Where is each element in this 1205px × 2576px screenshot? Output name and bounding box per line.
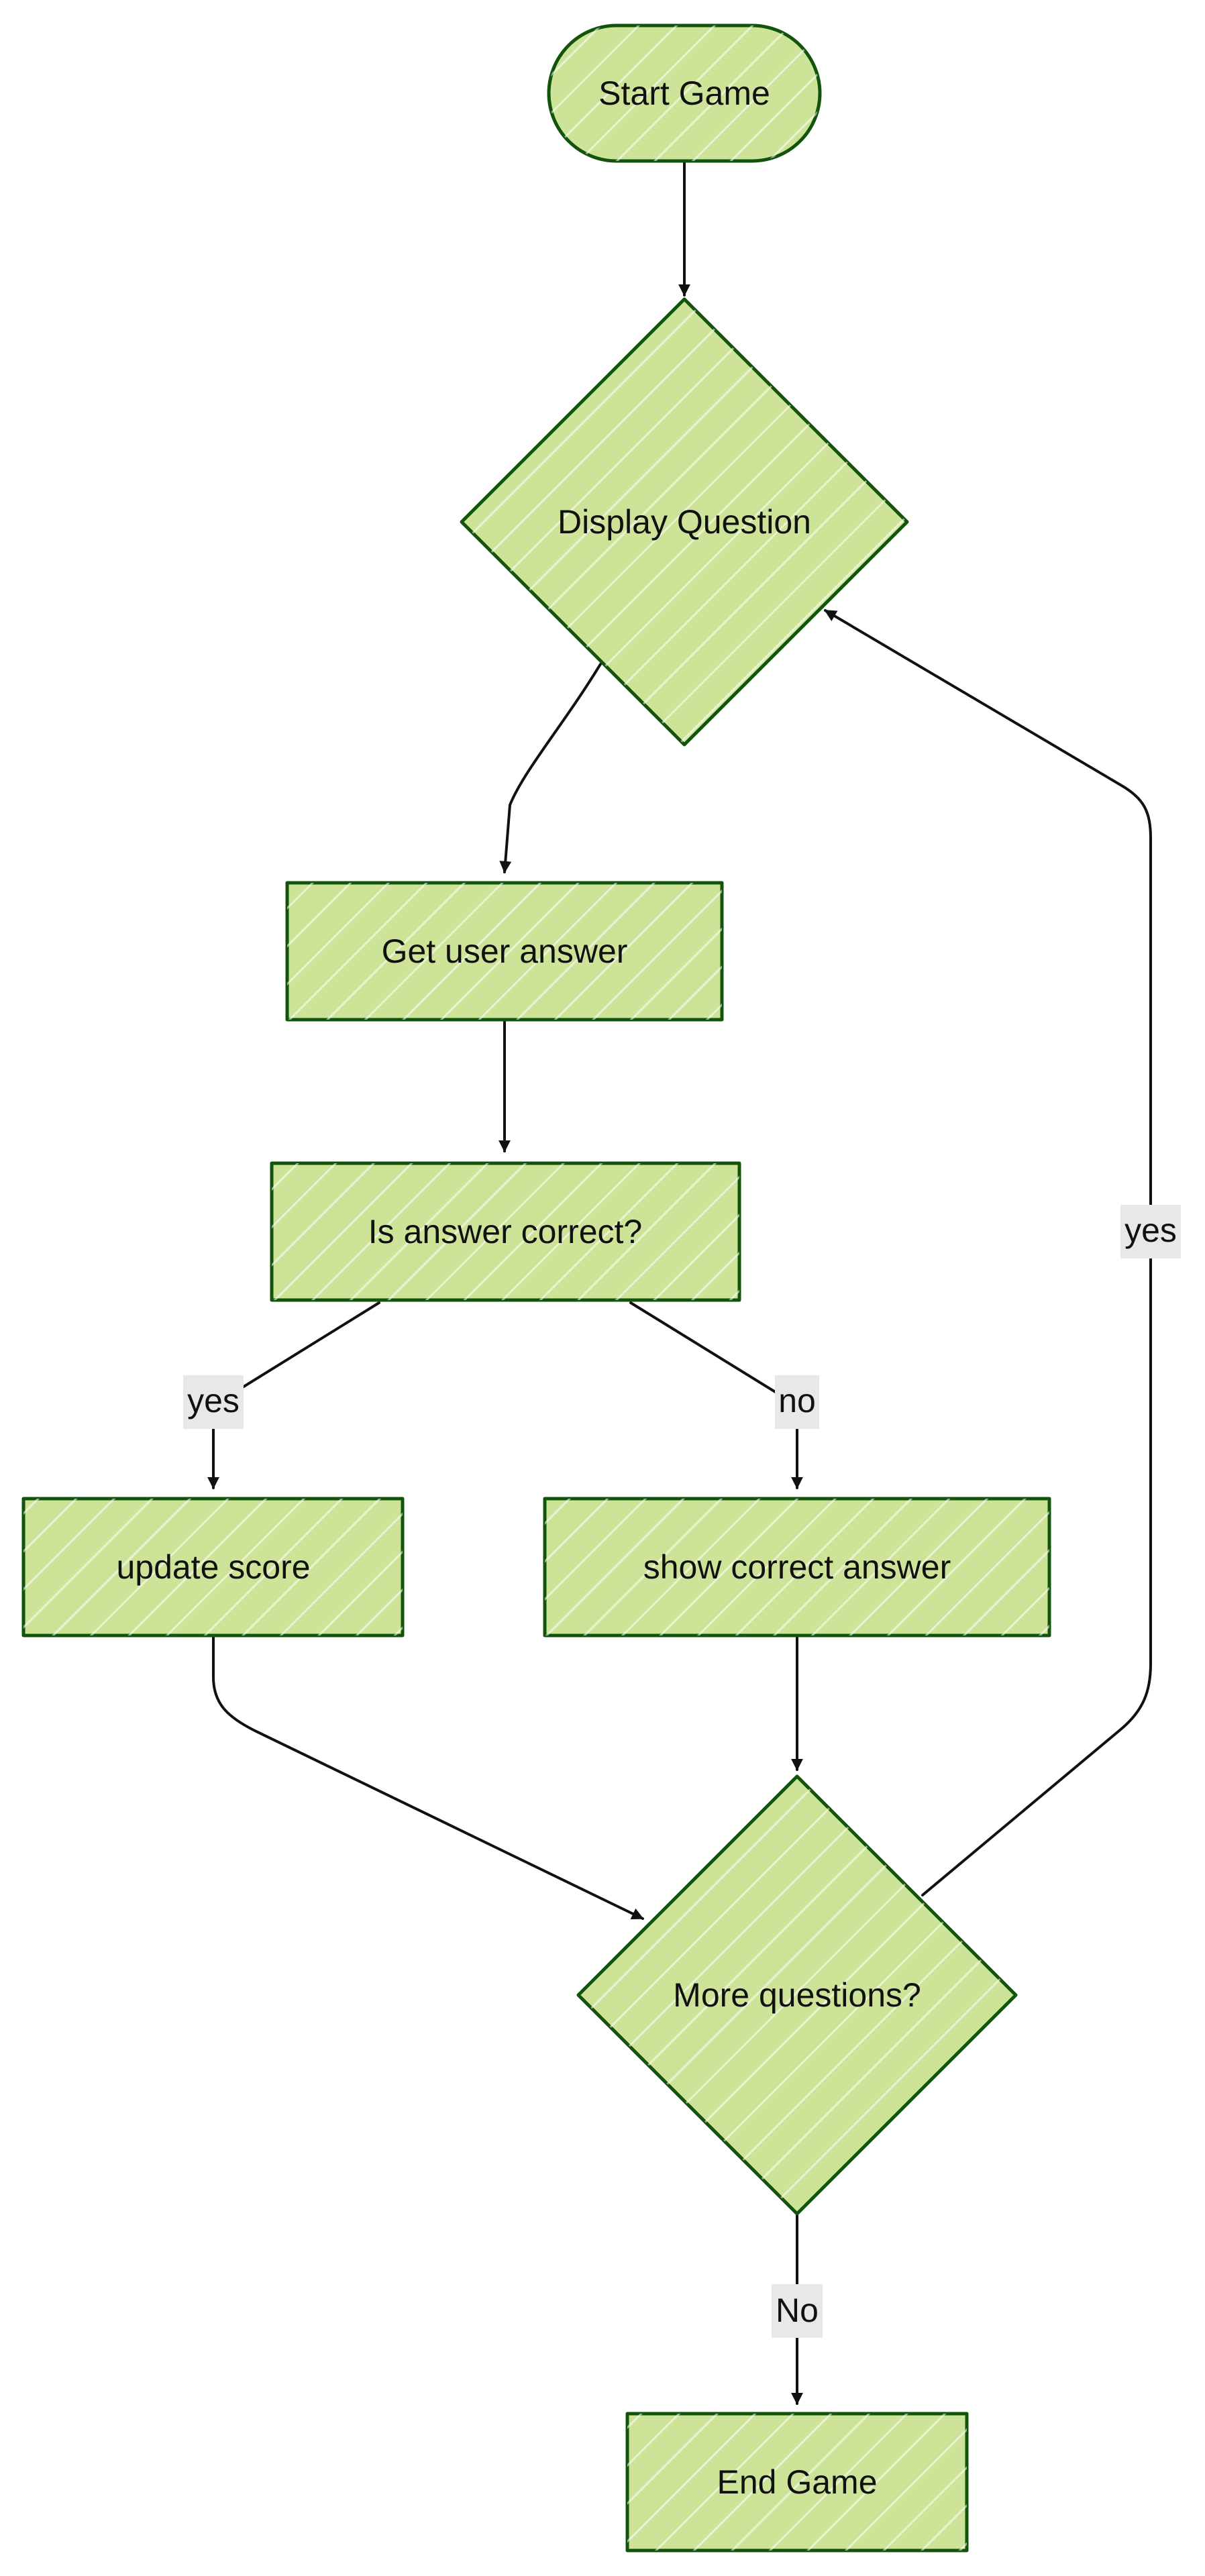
edge-label-correct-no-bg: [775, 1375, 819, 1429]
node-start-game: Start Game: [547, 23, 822, 163]
get-user-answer-label: Get user answer: [382, 932, 628, 970]
node-show-correct-answer: show correct answer: [543, 1497, 1051, 1638]
edge-label-more-yes-text: yes: [1124, 1212, 1177, 1249]
more-questions-label: More questions?: [673, 1976, 921, 2014]
edge-is-correct-to-show-answer: [629, 1301, 803, 1489]
display-question-hatch: [462, 299, 907, 745]
edge-label-correct-no-text: no: [778, 1382, 816, 1419]
end-game-label: End Game: [717, 2463, 877, 2501]
node-end-game: End Game: [625, 2412, 969, 2553]
edge-label-more-no: No: [772, 2284, 823, 2338]
update-score-hatch: [23, 1499, 403, 1635]
end-game-hatch: [627, 2414, 967, 2551]
show-correct-answer-label: show correct answer: [643, 1548, 951, 1586]
node-is-answer-correct: Is answer correct?: [270, 1161, 741, 1302]
edge-label-correct-yes-text: yes: [187, 1382, 240, 1419]
edge-label-more-yes: yes: [1120, 1205, 1181, 1258]
edge-display-to-get-answer: [499, 663, 602, 873]
show-correct-answer-hatch: [545, 1499, 1049, 1635]
edge-label-correct-yes: yes: [183, 1375, 244, 1429]
node-get-user-answer: Get user answer: [285, 881, 724, 1022]
edge-more-questions-to-display: [824, 609, 1152, 1896]
edge-label-more-no-text: No: [776, 2292, 819, 2329]
is-answer-correct-label: Is answer correct?: [368, 1213, 642, 1250]
node-more-questions: More questions?: [576, 1774, 1018, 2216]
edge-label-more-no-bg: [772, 2284, 823, 2338]
start-game-hatch: [549, 25, 820, 161]
node-update-score: update score: [21, 1497, 405, 1638]
edge-label-correct-no: no: [775, 1375, 819, 1429]
update-score-label: update score: [116, 1548, 310, 1586]
edge-update-score-to-more-questions: [212, 1634, 644, 1920]
start-game-label: Start Game: [598, 74, 770, 112]
edge-label-more-yes-bg: [1120, 1205, 1181, 1258]
node-display-question: Display Question: [460, 297, 909, 747]
edge-label-correct-yes-bg: [183, 1375, 244, 1429]
more-questions-hatch: [578, 1776, 1016, 2214]
get-user-answer-hatch: [287, 883, 722, 1020]
display-question-label: Display Question: [558, 503, 811, 541]
is-answer-correct-hatch: [272, 1163, 739, 1300]
